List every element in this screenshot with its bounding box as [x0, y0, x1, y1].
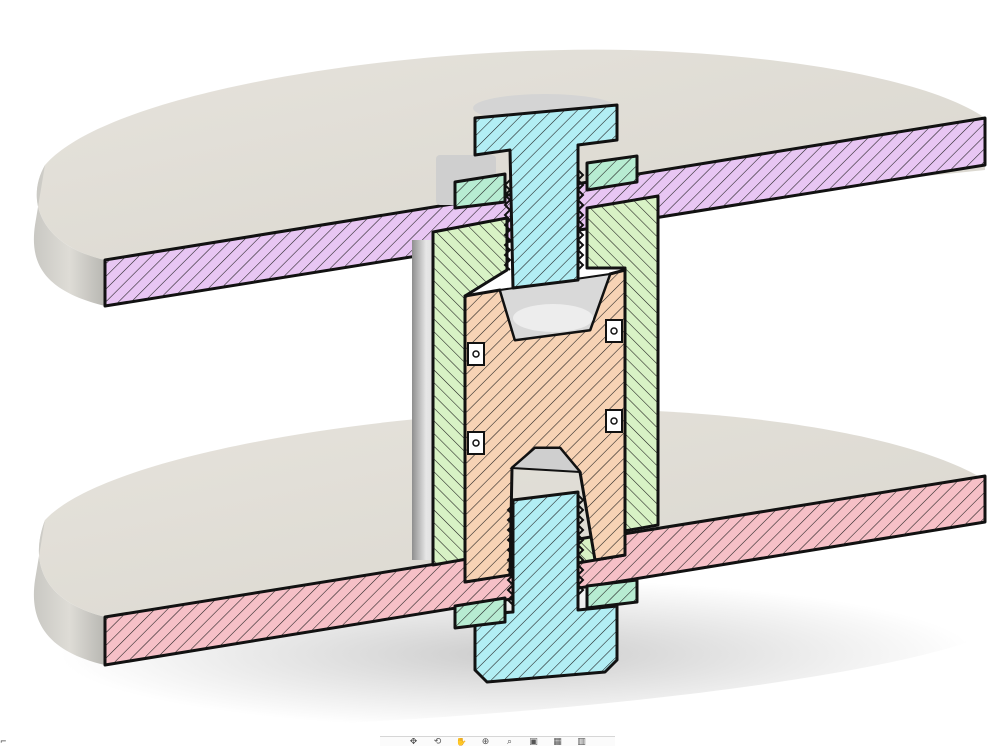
o-ring-upper-right [605, 319, 623, 343]
lower-plate-rim [33, 520, 105, 665]
o-ring-upper-left [467, 342, 485, 366]
viewports-icon[interactable]: ▥ [577, 738, 586, 746]
upper-plate-rim [33, 165, 105, 306]
lower-bolt-thread-left [506, 504, 515, 606]
pan-icon[interactable]: ✋ [455, 738, 468, 746]
lower-washers[interactable] [453, 578, 639, 630]
upper-washers[interactable] [453, 154, 639, 210]
o-ring-lower-left [467, 431, 485, 455]
center-insert[interactable] [463, 268, 627, 584]
o-rings[interactable] [467, 319, 623, 455]
zoom-icon[interactable]: ⊕ [481, 738, 490, 746]
display-mode-icon[interactable]: ▣ [529, 738, 538, 746]
view-cube-corner-icon[interactable]: ⌐ [0, 737, 7, 746]
spacer-sleeve[interactable] [431, 194, 660, 584]
grid-icon[interactable]: ▦ [553, 738, 562, 746]
upper-bolt-thread-right [576, 169, 585, 271]
navigation-toolbar: ✥ ⟲ ✋ ⊕ ⌕ ▣ ▦ ▥ [380, 736, 615, 746]
fit-icon[interactable]: ⌕ [506, 738, 513, 746]
orbit-icon[interactable]: ✥ [409, 738, 418, 746]
lower-cavity [509, 447, 583, 474]
upper-bolt[interactable] [473, 103, 619, 290]
look-at-icon[interactable]: ⟲ [433, 738, 442, 746]
lower-bolt-thread-right [576, 494, 585, 596]
o-ring-lower-right [605, 409, 623, 433]
